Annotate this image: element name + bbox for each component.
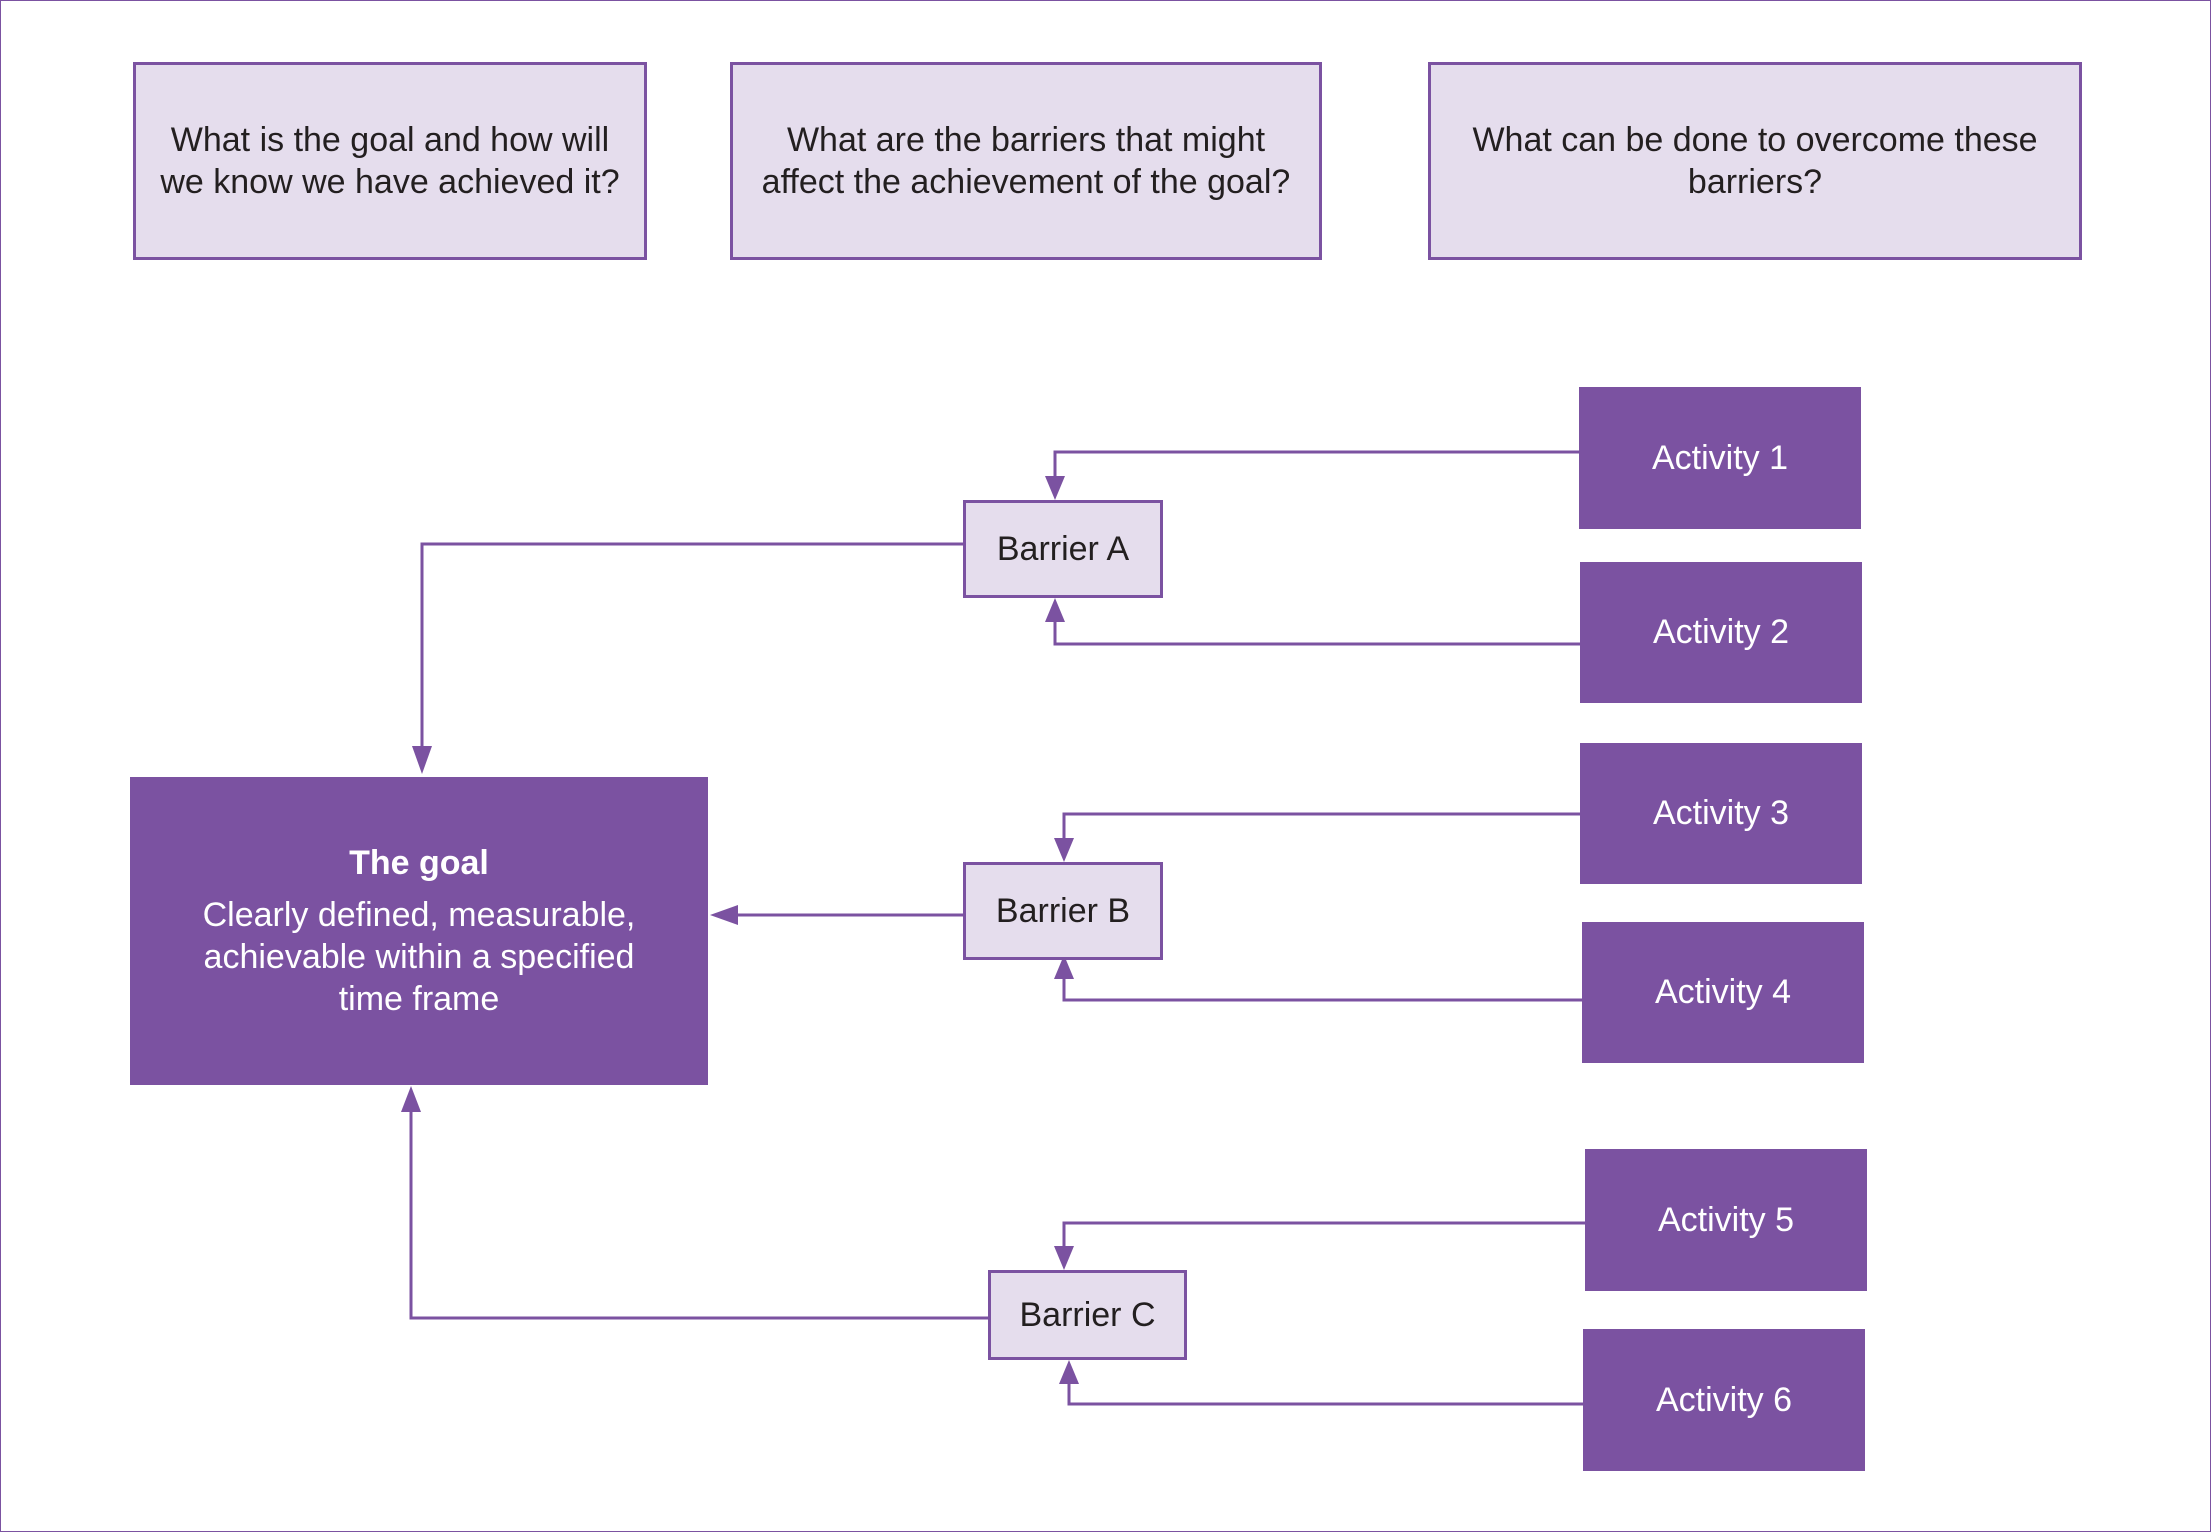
arrowhead-goal-top xyxy=(412,746,432,774)
barrier-b: Barrier B xyxy=(963,862,1163,960)
question-barriers: What are the barriers that might affect … xyxy=(730,62,1322,260)
connector-activity3-barrierB xyxy=(1062,812,1581,840)
barrier-a-label: Barrier A xyxy=(996,529,1130,568)
arrowhead-barrierB-top xyxy=(1054,838,1074,862)
arrowhead-barrierC-top xyxy=(1054,1246,1074,1270)
barrier-b-label: Barrier B xyxy=(995,891,1131,930)
barrier-c-label: Barrier C xyxy=(1019,1295,1156,1334)
arrowhead-goal-bottom xyxy=(401,1086,421,1112)
activity-6-label: Activity 6 xyxy=(1655,1380,1793,1419)
question-goal: What is the goal and how will we know we… xyxy=(133,62,647,260)
question-goal-text: What is the goal and how will we know we… xyxy=(160,121,620,201)
goal-title: The goal xyxy=(349,844,489,882)
arrowhead-barrierA-bottom xyxy=(1045,598,1065,622)
barrier-c: Barrier C xyxy=(988,1270,1187,1360)
question-overcome-text: What can be done to overcome these barri… xyxy=(1472,121,2038,201)
goal-box: The goal Clearly defined, measurable, ac… xyxy=(130,777,708,1085)
activity-2-label: Activity 2 xyxy=(1652,613,1790,651)
arrowhead-barrierB-bottom xyxy=(1054,955,1074,979)
activity-4-label: Activity 4 xyxy=(1654,973,1792,1011)
goal-description: Clearly defined, measurable, achievable … xyxy=(202,896,636,1018)
arrowhead-barrierA-top xyxy=(1045,476,1065,500)
connector-activity6-barrierC xyxy=(1067,1382,1584,1406)
connector-barrierA-goal xyxy=(420,542,964,748)
activity-6: Activity 6 xyxy=(1583,1329,1865,1471)
connector-activity1-barrierA xyxy=(1053,450,1580,478)
activity-1-label: Activity 1 xyxy=(1651,438,1789,477)
arrowhead-goal-right xyxy=(710,905,738,925)
connector-activity5-barrierC xyxy=(1062,1221,1586,1248)
activity-3-label: Activity 3 xyxy=(1652,794,1790,832)
activity-3: Activity 3 xyxy=(1580,743,1862,884)
question-barriers-text: What are the barriers that might affect … xyxy=(761,121,1291,201)
activity-1: Activity 1 xyxy=(1579,387,1861,529)
connector-activity2-barrierA xyxy=(1053,620,1581,646)
activity-5: Activity 5 xyxy=(1585,1149,1867,1291)
connector-activity4-barrierB xyxy=(1062,977,1583,1002)
barrier-a: Barrier A xyxy=(963,500,1163,598)
arrowhead-barrierC-bottom xyxy=(1059,1360,1079,1384)
activity-5-label: Activity 5 xyxy=(1657,1200,1795,1239)
question-overcome: What can be done to overcome these barri… xyxy=(1428,62,2082,260)
activity-2: Activity 2 xyxy=(1580,562,1862,703)
activity-4: Activity 4 xyxy=(1582,922,1864,1063)
connector-barrierC-goal xyxy=(409,1110,989,1320)
